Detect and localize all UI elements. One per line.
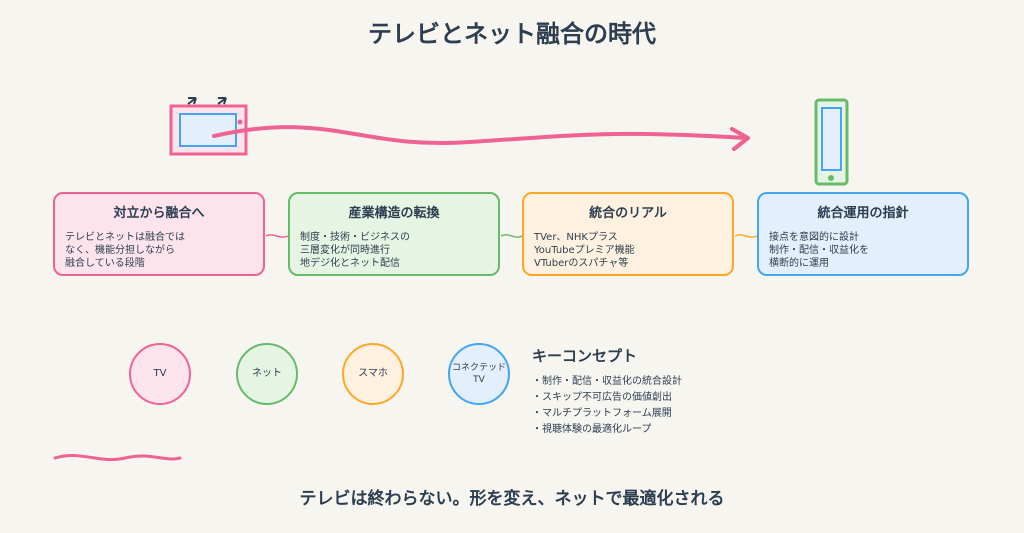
smartphone-icon xyxy=(814,98,849,186)
card-heading: 統合運用の指針 xyxy=(817,206,909,221)
list-item: 視聴体験の最適化ループ xyxy=(532,422,682,438)
card-heading: 統合のリアル xyxy=(589,206,667,221)
list-item: 制作・配信・収益化の統合設計 xyxy=(532,374,682,390)
circle-smartphone: スマホ xyxy=(342,343,404,405)
card-body: TVer、NHKプラス YouTubeプレミア機能 VTuberのスパチャ等 xyxy=(534,232,635,269)
circle-connected-tv: コネクテッド TV xyxy=(448,343,510,405)
card-industry-shift: 産業構造の転換 制度・技術・ビジネスの 三層変化が同時進行 地デジ化とネット配信 xyxy=(288,192,500,276)
decorative-squiggle xyxy=(53,453,182,461)
footer-tagline: テレビは終わらない。形を変え、ネットで最適化される xyxy=(299,489,725,509)
card-body: テレビとネットは融合では なく、機能分担しながら 融合している段階 xyxy=(65,232,185,269)
flow-arrow xyxy=(212,125,747,146)
list-item: スキップ不可広告の価値創出 xyxy=(532,390,682,406)
card-integrated-operation: 統合運用の指針 接点を意図的に設計 制作・配信・収益化を 横断的に運用 xyxy=(757,192,969,276)
tv-icon xyxy=(169,97,248,156)
circle-tv: TV xyxy=(129,343,191,405)
key-concept-panel: キーコンセプト 制作・配信・収益化の統合設計 スキップ不可広告の価値創出 マルチ… xyxy=(532,345,682,438)
card-body: 接点を意図的に設計 制作・配信・収益化を 横断的に運用 xyxy=(769,232,869,269)
key-concept-list: 制作・配信・収益化の統合設計 スキップ不可広告の価値創出 マルチプラットフォーム… xyxy=(532,374,682,438)
list-item: マルチプラットフォーム展開 xyxy=(532,406,682,422)
card-heading: 対立から融合へ xyxy=(113,206,205,221)
key-concept-heading: キーコンセプト xyxy=(532,347,638,365)
card-integration-reality: 統合のリアル TVer、NHKプラス YouTubeプレミア機能 VTuberの… xyxy=(522,192,734,276)
card-heading: 産業構造の転換 xyxy=(348,206,440,221)
card-conflict-to-fusion: 対立から融合へ テレビとネットは融合では なく、機能分担しながら 融合している段… xyxy=(53,192,265,276)
circle-net: ネット xyxy=(236,343,298,405)
page-title: テレビとネット融合の時代 xyxy=(368,20,656,48)
card-body: 制度・技術・ビジネスの 三層変化が同時進行 地デジ化とネット配信 xyxy=(300,232,410,269)
